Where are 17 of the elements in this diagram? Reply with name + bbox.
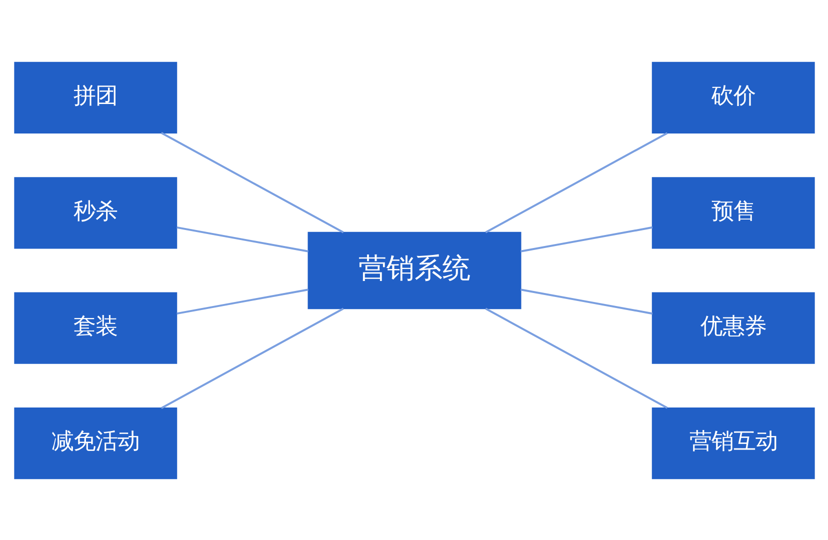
node-box: 营销互动 [651, 406, 814, 479]
node-box: 秒杀 [14, 176, 177, 248]
node-box: 套装 [14, 292, 177, 364]
node-box: 减免活动 [14, 406, 177, 479]
connector [176, 226, 308, 252]
connector [176, 288, 308, 314]
node-box: 预售 [651, 176, 814, 248]
node-box: 优惠券 [651, 292, 814, 364]
connector [520, 288, 652, 314]
connector [160, 307, 344, 408]
node-box: 拼团 [14, 61, 177, 134]
connector [520, 226, 652, 252]
connector [160, 132, 344, 233]
node-box: 砍价 [651, 61, 814, 134]
connector [484, 307, 668, 408]
node-box: 营销系统 [307, 231, 521, 309]
connector [484, 132, 668, 233]
